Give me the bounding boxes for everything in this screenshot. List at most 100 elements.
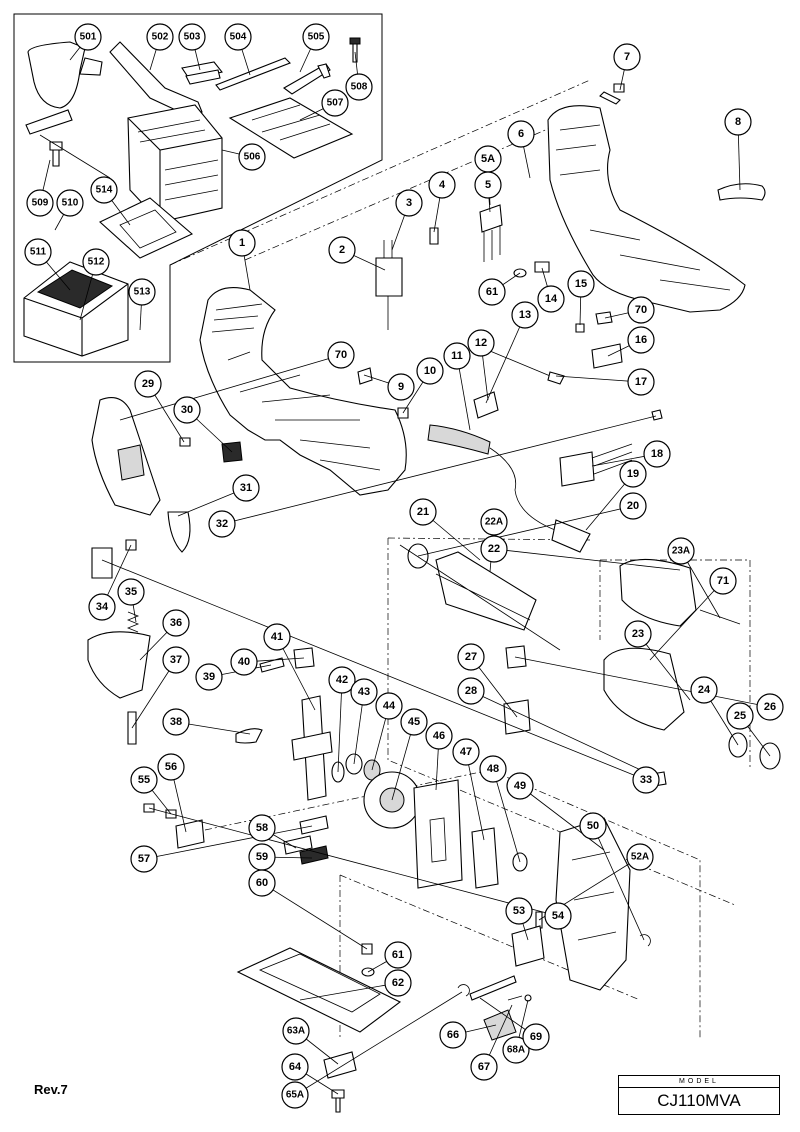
callout-circle [130, 766, 158, 794]
callout-circle [387, 373, 415, 401]
callout-circle [248, 869, 276, 897]
leader-line-28 [470, 690, 659, 779]
part-502-dust-nozzle [109, 41, 203, 113]
model-name: CJ110MVA [657, 1091, 741, 1110]
leader-line-57 [143, 825, 313, 860]
callout-23: 23 [624, 620, 652, 648]
part-17-switch [591, 343, 623, 369]
callout-circle [756, 693, 784, 721]
part-505-hex-wrench [283, 63, 331, 95]
callout-66: 66 [439, 1021, 467, 1049]
callout-circle [643, 440, 671, 468]
callout-514: 514 [90, 176, 118, 204]
part-514-tray [99, 197, 194, 259]
callout-number: 44 [383, 700, 396, 712]
callout-number: 33 [640, 774, 652, 786]
callout-number: 70 [635, 304, 647, 316]
callout-67: 67 [470, 1053, 498, 1081]
part-62-base [236, 947, 402, 1033]
callout-circle [632, 766, 660, 794]
callout-circle [627, 296, 655, 324]
callout-15: 15 [567, 270, 595, 298]
callout-number: 47 [460, 746, 472, 758]
callout-circle [90, 176, 118, 204]
part-49-gear-housing [555, 817, 631, 991]
callout-62: 62 [384, 969, 412, 997]
part-15-screw [575, 323, 585, 333]
part-10-cord-armor [427, 424, 491, 455]
callout-56: 56 [157, 753, 185, 781]
callout-44: 44 [375, 692, 403, 720]
callout-number: 46 [433, 730, 445, 742]
callout-circle [619, 492, 647, 520]
part-506-case [127, 104, 223, 223]
model-box: MODEL CJ110MVA [618, 1075, 780, 1115]
callout-33: 33 [632, 766, 660, 794]
callout-11: 11 [443, 342, 471, 370]
callout-circle [173, 396, 201, 424]
callout-circle [502, 1036, 530, 1064]
callout-circle [321, 89, 349, 117]
part-14-knob [534, 261, 550, 273]
callout-number: 23 [632, 628, 644, 640]
part-1-housing [199, 287, 407, 496]
callout-number: 22A [485, 517, 503, 528]
callout-29: 29 [134, 370, 162, 398]
callout-506: 506 [238, 143, 266, 171]
callout-40: 40 [230, 648, 258, 676]
part-67-pin [507, 995, 523, 1001]
callout-508: 508 [345, 73, 373, 101]
part-57-guide [299, 815, 329, 835]
callout-circle [400, 708, 428, 736]
callout-55: 55 [130, 766, 158, 794]
part-23A-field [619, 558, 697, 627]
callout-number: 504 [230, 32, 247, 43]
part-19-noise-suppressor [559, 443, 633, 487]
leader-line-32 [221, 415, 657, 525]
callout-circle [157, 753, 185, 781]
callout-circle [511, 301, 539, 329]
callout-504: 504 [224, 23, 252, 51]
part-65A-shaft [469, 975, 517, 1001]
leader-line-47 [465, 751, 485, 841]
part-509-bracket [25, 109, 111, 179]
part-511-system-case [23, 261, 129, 357]
callout-circle [208, 510, 236, 538]
callout-number: 514 [96, 185, 113, 196]
callout-circle [428, 171, 456, 199]
leader-line-50 [592, 825, 645, 941]
callout-circle [375, 692, 403, 720]
callout-7: 7 [613, 43, 641, 71]
callout-23A: 23A [667, 537, 695, 565]
callout-circle [384, 941, 412, 969]
callout-circle [162, 646, 190, 674]
callout-circle [479, 755, 507, 783]
part-503-splinter-guard [181, 61, 223, 85]
callout-circle [567, 270, 595, 298]
callout-4: 4 [428, 171, 456, 199]
callout-circle [480, 508, 508, 536]
callout-number: 507 [327, 98, 344, 109]
callout-number: 34 [96, 601, 109, 613]
callout-circle [624, 620, 652, 648]
callout-49: 49 [506, 772, 534, 800]
callout-number: 1 [239, 237, 245, 249]
callout-20: 20 [619, 492, 647, 520]
part-22-armature [399, 544, 561, 651]
callout-circle [505, 897, 533, 925]
callout-circle [506, 772, 534, 800]
part-4-clip [429, 227, 439, 245]
part-2-brush [375, 240, 403, 330]
callout-25: 25 [726, 702, 754, 730]
callout-number: 30 [181, 404, 193, 416]
callout-circle [282, 1017, 310, 1045]
callout-number: 37 [170, 654, 182, 666]
callout-circle [146, 23, 174, 51]
callout-number: 501 [80, 32, 97, 43]
callout-503: 503 [178, 23, 206, 51]
callout-circle [195, 663, 223, 691]
callout-3: 3 [395, 189, 423, 217]
callout-number: 27 [465, 651, 477, 663]
callout-1: 1 [228, 229, 256, 257]
part-508-screw [349, 37, 361, 63]
